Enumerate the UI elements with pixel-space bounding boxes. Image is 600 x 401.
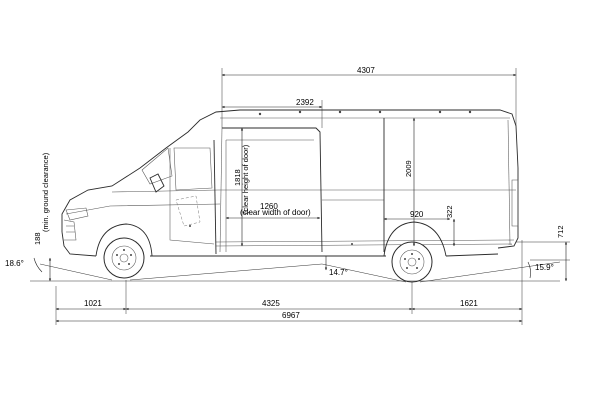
ground-clearance-note: (min. ground clearance): [41, 152, 50, 232]
departure-angle-label: 15.9°: [535, 263, 554, 272]
ramp-angle-line-front: [129, 263, 323, 281]
ramp-angle-line-rear: [321, 263, 407, 283]
cargo-height-label: 2009: [404, 160, 413, 177]
wheelbase-label: 4325: [262, 299, 280, 308]
door-width-label: 1260: [260, 202, 278, 211]
wheel-arch-width-label: 920: [410, 210, 424, 219]
door-width-note: (clear width of door): [240, 208, 311, 217]
door-height-note: (clear height of door): [241, 144, 250, 214]
approach-angle-arc: [33, 257, 43, 273]
wheel-arch-height-label: 322: [445, 205, 454, 218]
ramp-angle-label: 14.7°: [329, 268, 348, 277]
overall-length-label: 6967: [282, 311, 300, 320]
door-height-label: 1818: [233, 169, 242, 186]
approach-angle-label: 18.6°: [5, 259, 24, 268]
departure-angle-line: [419, 261, 561, 283]
departure-angle-arc: [527, 261, 531, 279]
front-overhang-label: 1021: [84, 299, 102, 308]
loading-height-label: 712: [556, 225, 565, 238]
van-outline: [61, 109, 519, 257]
ground-clearance-label: 188: [33, 232, 42, 245]
side-door-offset-label: 2392: [296, 98, 314, 107]
cargo-length-label: 4307: [357, 66, 375, 75]
front-wheel: [103, 237, 145, 279]
front-wheel-arch: [95, 223, 153, 257]
rear-overhang-label: 1621: [460, 299, 478, 308]
rear-wheel: [391, 241, 433, 283]
approach-angle-line: [39, 263, 113, 281]
